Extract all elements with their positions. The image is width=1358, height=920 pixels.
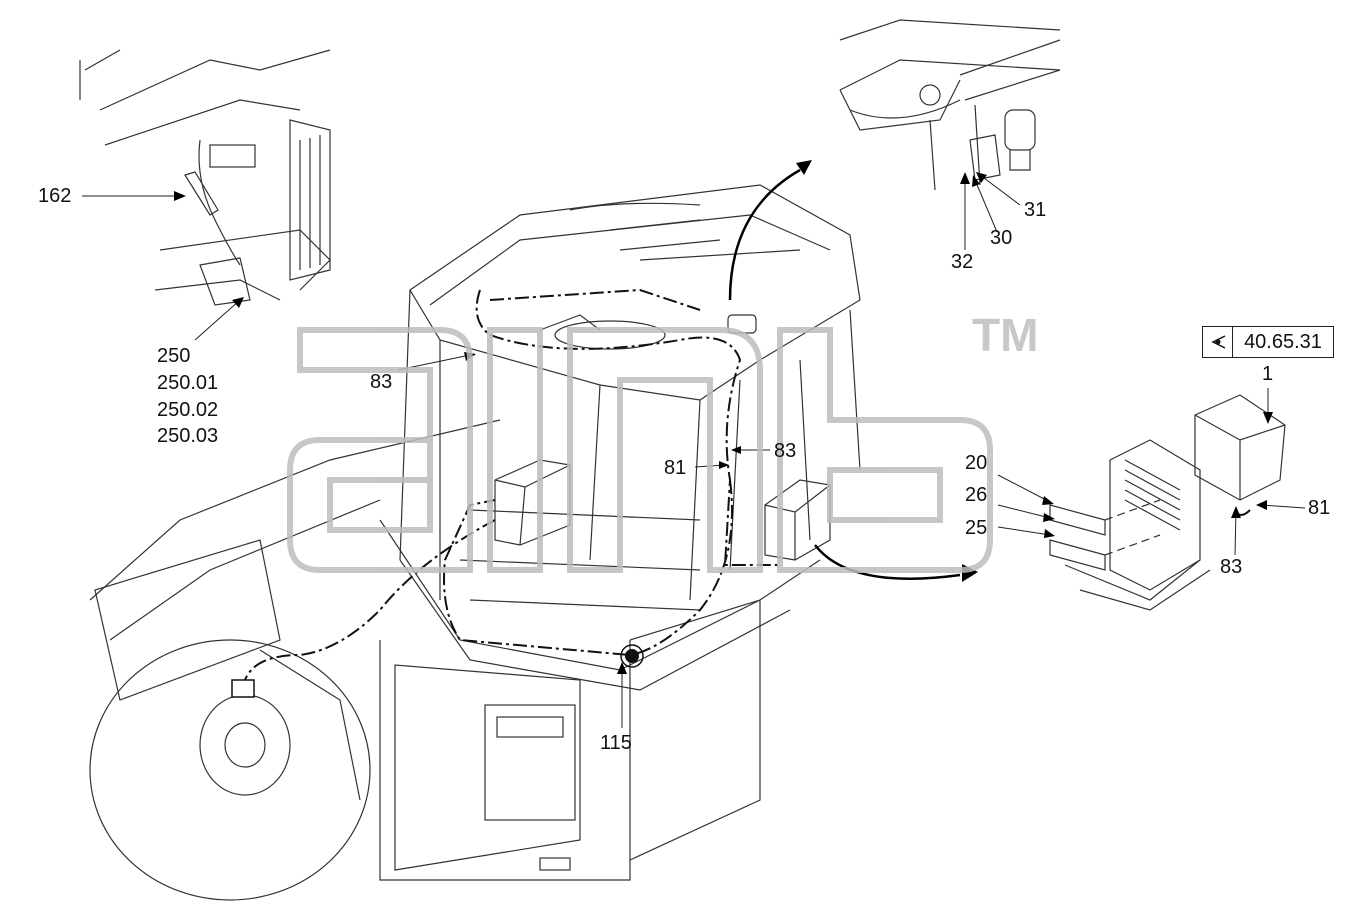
label-250-03: 250.03 — [157, 425, 219, 447]
wiring-harness — [244, 288, 780, 681]
label-26: 26 — [965, 484, 988, 506]
leader-lines — [82, 174, 1306, 728]
label-115: 115 — [600, 732, 632, 754]
inset-top-left — [79, 49, 331, 306]
flow-arrows — [728, 168, 961, 580]
reference-box[interactable]: 40.65.31 — [1202, 326, 1334, 358]
watermark — [287, 327, 993, 573]
label-83-cab: 83 — [370, 371, 393, 393]
leader-arrowheads — [174, 172, 1273, 674]
label-1: 1 — [1262, 363, 1274, 385]
label-81-harness: 81 — [664, 457, 687, 479]
label-250: 250 — [157, 345, 191, 367]
label-83-box: 83 — [1220, 556, 1243, 578]
machine-drawing — [79, 19, 1286, 901]
label-32: 32 — [951, 251, 974, 273]
label-250-02: 250.02 — [157, 399, 219, 421]
eye-icon — [1203, 327, 1233, 357]
trademark-mark: TM — [972, 309, 1039, 361]
label-162: 162 — [38, 185, 72, 207]
inset-top-right — [839, 19, 1061, 191]
label-20: 20 — [965, 452, 988, 474]
label-83-harness: 83 — [774, 440, 797, 462]
label-81-box: 81 — [1308, 497, 1331, 519]
inset-right — [1049, 394, 1286, 611]
machine-body — [89, 184, 861, 901]
label-250-01: 250.01 — [157, 372, 219, 394]
label-30: 30 — [990, 227, 1013, 249]
label-25: 25 — [965, 517, 988, 539]
label-31: 31 — [1024, 199, 1047, 221]
reference-code: 40.65.31 — [1244, 330, 1322, 353]
